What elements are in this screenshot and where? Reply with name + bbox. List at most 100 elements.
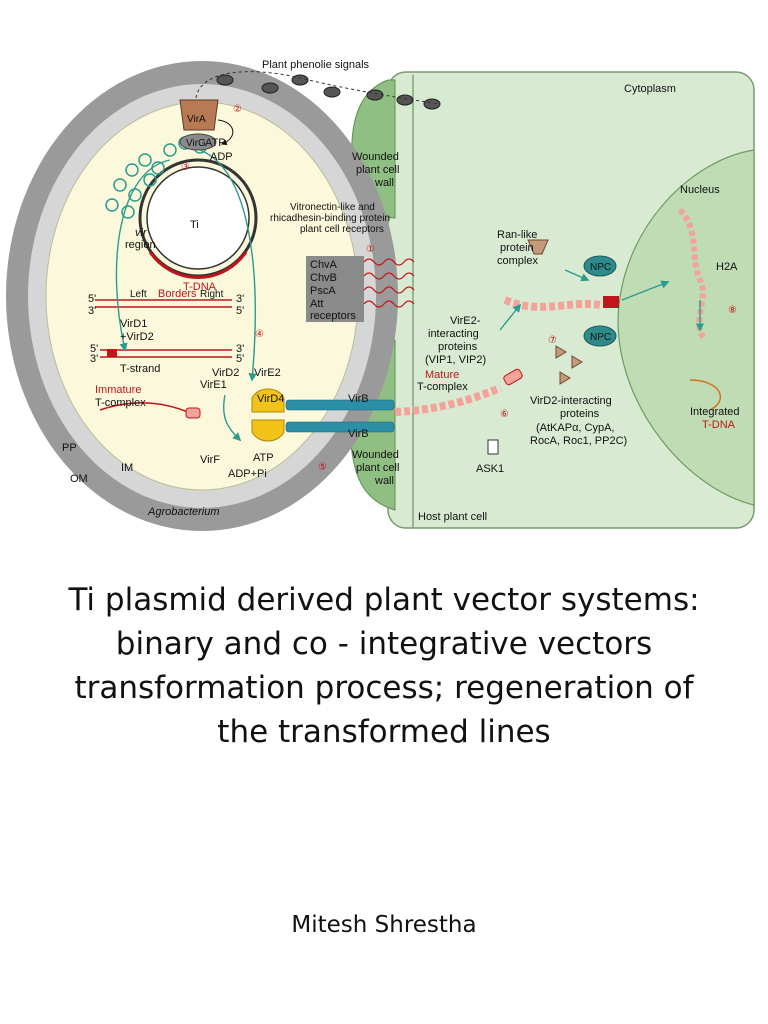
agrobacterium-label: Agrobacterium: [147, 506, 220, 518]
adp-top-label: ADP: [210, 151, 233, 163]
chromatin: [677, 207, 708, 342]
phenolic-signal-path: [195, 71, 441, 105]
npc-pores: [583, 255, 617, 347]
vird4-label: VirD4: [257, 393, 284, 405]
host-cell-label: Host plant cell: [418, 511, 487, 523]
tstrand-label: T-strand: [120, 363, 160, 375]
right-label: Right: [200, 289, 224, 300]
virf-label: VirF: [200, 454, 220, 466]
h2a-label: H2A: [716, 261, 738, 273]
vire1-label: VirE1: [200, 379, 227, 391]
ranlike-label-1: Ran-like: [497, 229, 537, 241]
title-line-1: Ti plasmid derived plant vector systems:: [68, 582, 700, 618]
vir-region-label-1: vir: [135, 227, 148, 239]
virb-top-label: VirB: [348, 393, 369, 405]
vird4-protein-bottom: [251, 419, 285, 442]
five-prime-4: 5': [236, 353, 244, 365]
vird2-interacting-label-3: (AtKAPα, CypA,: [536, 422, 615, 434]
five-prime-3: 5': [90, 343, 98, 355]
virb-bottom-label: VirB: [348, 428, 369, 440]
ranlike-label-2: protein: [500, 242, 534, 254]
receptor-coils: [363, 258, 415, 308]
vird2-label: VirD2: [212, 367, 239, 379]
vire2-label: VirE2: [254, 367, 281, 379]
wounded-bottom-label-3: wall: [374, 475, 394, 487]
step-6: ⑥: [500, 409, 509, 420]
step-7: ⑦: [548, 335, 557, 346]
nucleus-label: Nucleus: [680, 184, 720, 196]
three-prime-1: 3': [88, 305, 96, 317]
phenolic-label: Plant phenolie signals: [262, 59, 370, 71]
ti-label: Ti: [190, 219, 199, 231]
immature-tcomplex-head: [185, 407, 201, 419]
borders-label: Borders: [158, 288, 197, 300]
ranlike-label-3: complex: [497, 255, 538, 267]
wounded-bottom-label-1: Wounded: [352, 449, 399, 461]
process-arrows: [115, 149, 705, 442]
chv-label-5: receptors: [310, 310, 356, 322]
atp-adp-arrow: [217, 119, 234, 146]
vird2-tag: [107, 349, 117, 357]
three-prime-3: 3': [90, 353, 98, 365]
step-3: ③: [181, 162, 190, 173]
five-prime-1: 5': [88, 293, 96, 305]
left-label: Left: [130, 289, 147, 300]
chv-label-1: ChvA: [310, 259, 338, 271]
virb-channel: [285, 399, 395, 433]
chv-label-2: ChvB: [310, 272, 337, 284]
integrated-tdna-label: T-DNA: [702, 419, 736, 431]
vird2-interacting-label-4: RocA, Roc1, PP2C): [530, 435, 627, 447]
mature-label: Mature: [425, 369, 459, 381]
nucleus-shape: [617, 149, 755, 506]
adp-pi-label: ADP+Pi: [228, 468, 267, 480]
vird1-label: VirD1: [120, 318, 147, 330]
pp-label: PP: [62, 442, 77, 454]
ti-plasmid-inner: [146, 166, 250, 270]
agrobacterium-transformation-diagram: Plant phenolie signals Cytoplasm Wounded…: [6, 59, 755, 531]
ask1-icon: [487, 439, 499, 455]
mature-tcomplex-path: [394, 384, 502, 416]
receptors-title-1: Vitronectin-like and: [290, 202, 375, 213]
vire2-interacting-label-3: proteins: [438, 341, 478, 353]
phenolic-signal-molecules: [216, 74, 441, 110]
step-5: ⑤: [318, 462, 327, 473]
vird4-protein-top: [251, 388, 285, 413]
im-label: IM: [121, 462, 133, 474]
vire2-interacting-label-1: VirE2-: [450, 315, 481, 327]
ranlike-protein: [527, 239, 549, 255]
author-name: Mitesh Shrestha: [291, 912, 477, 938]
title-line-4: the transformed lines: [217, 714, 551, 750]
immature-label: Immature: [95, 384, 141, 396]
immature-tcomplex: [99, 402, 191, 414]
title-line-2: binary and co - integrative vectors: [115, 626, 653, 662]
npc-transit: [603, 296, 619, 308]
step-4: ④: [255, 329, 264, 340]
three-prime-2: 3': [236, 293, 244, 305]
tdna-region-arc: [148, 251, 248, 279]
receptors-title-2: rhicadhesin-binding protein: [270, 213, 390, 224]
mature-tcomplex-label: T-complex: [417, 381, 468, 393]
tdna-label: T-DNA: [183, 281, 217, 293]
wounded-top-label-3: wall: [374, 177, 394, 189]
wounded-top-label-2: plant cell: [356, 164, 399, 176]
integrated-tdna-strand: [689, 379, 722, 411]
wounded-bottom-label-2: plant cell: [356, 462, 399, 474]
vird2-interacting-label-1: VirD2-interacting: [530, 395, 612, 407]
virg-label: VirG: [186, 138, 206, 149]
chv-label-4: Att: [310, 298, 323, 310]
step-8: ⑧: [728, 305, 737, 316]
vira-label: VirA: [187, 114, 206, 125]
chv-receptor-block: ChvA ChvB PscA Att receptors: [306, 256, 364, 322]
vird2-interacting-label-2: proteins: [560, 408, 600, 420]
virg-protein: [179, 133, 217, 151]
immature-tcomplex-label: T-complex: [95, 397, 146, 409]
mature-tcomplex-head: [503, 368, 523, 386]
step-2: ②: [233, 104, 242, 115]
ask1-label: ASK1: [476, 463, 504, 475]
npc-label-bottom: NPC: [590, 332, 611, 343]
step-1: ①: [366, 244, 375, 255]
vir-region-label-2: region: [125, 239, 156, 251]
slide-title: Ti plasmid derived plant vector systems:…: [20, 578, 748, 754]
vire2-interacting-label-2: interacting: [428, 328, 479, 340]
vire2-interacting-label-4: (VIP1, VIP2): [425, 354, 486, 366]
